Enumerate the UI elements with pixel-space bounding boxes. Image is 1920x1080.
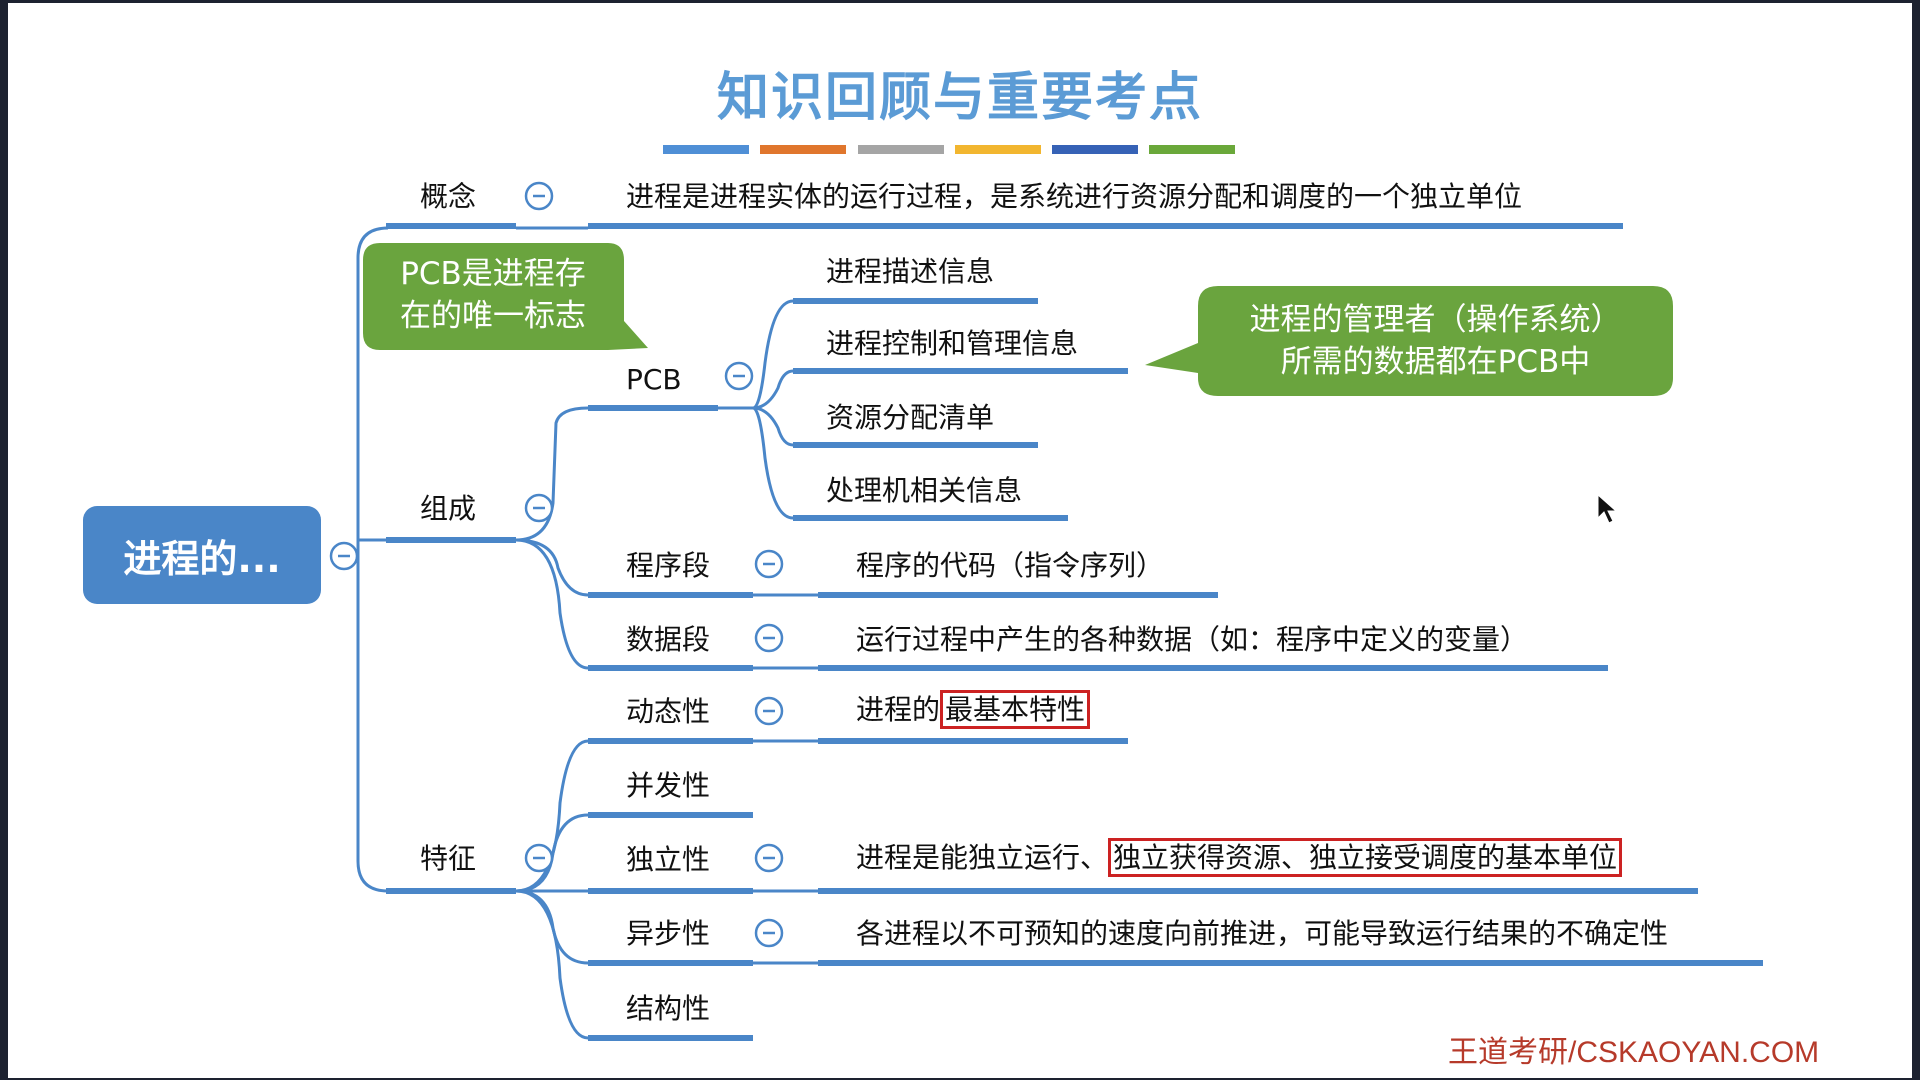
pcb-unique-callout: PCB是进程存 在的唯一标志 [373,253,613,337]
async-text: 各进程以不可预知的速度向前推进，可能导致运行结果的不确定性 [856,917,1669,950]
independent-text: 进程是能独立运行、独立获得资源、独立接受调度的基本单位 [856,838,1623,877]
pcb-unique-callout-line2: 在的唯一标志 [400,298,586,334]
data-segment-label: 数据段 [626,623,711,656]
manager-callout-line1: 进程的管理者（操作系统） [1249,302,1622,338]
dynamic-text-highlight: 最基本特性 [940,690,1091,729]
dynamic-text: 进程的最基本特性 [856,690,1091,729]
feat-to-concurrent [515,813,589,893]
comp-to-pcb [515,406,589,542]
comp-to-data [515,538,589,670]
dynamic-label: 动态性 [626,695,711,728]
root-label: 进程的... [123,536,281,581]
watermark: 王道考研/CSKAOYAN.COM [1448,1036,1820,1069]
features-label: 特征 [420,842,477,875]
independent-label: 独立性 [626,843,711,876]
pcb-to-item3 [752,406,794,447]
program-segment-label: 程序段 [626,549,711,582]
pcb-label: PCB [626,363,682,396]
comp-to-program [515,538,589,597]
manager-callout-shape [1145,286,1673,396]
slide-title: 知识回顾与重要考点 [716,67,1203,128]
pcb-to-item4 [752,406,794,520]
data-segment-text: 运行过程中产生的各种数据（如：程序中定义的变量） [856,623,1529,656]
manager-callout: 进程的管理者（操作系统） 所需的数据都在PCB中 [1203,299,1668,383]
color-bar-5 [1052,145,1138,154]
pcb-item-3: 资源分配清单 [826,401,995,434]
concept-text: 进程是进程实体的运行过程，是系统进行资源分配和调度的一个独立单位 [626,180,1523,213]
structural-label: 结构性 [626,992,711,1025]
pcb-to-item1 [752,299,794,410]
root-node: 进程的... [83,506,321,604]
pcb-item-1: 进程描述信息 [826,255,995,288]
composition-label: 组成 [420,492,477,525]
level1-spine [356,226,389,893]
independent-text-prefix: 进程是能独立运行、 [856,841,1109,874]
concept-label: 概念 [420,180,477,213]
concurrent-label: 并发性 [626,769,711,802]
slide: 知识回顾与重要考点 [8,3,1912,1078]
color-bar-3 [858,145,944,154]
pcb-unique-callout-line1: PCB是进程存 [400,256,586,292]
feat-to-dynamic [515,739,589,893]
pcb-item-4: 处理机相关信息 [826,474,1023,507]
program-segment-text: 程序的代码（指令序列） [856,549,1165,582]
independent-text-highlight: 独立获得资源、独立接受调度的基本单位 [1108,838,1623,877]
feat-to-structural [515,889,589,1040]
color-bar-6 [1149,145,1235,154]
async-label: 异步性 [626,917,711,950]
pcb-to-item2 [752,369,794,410]
manager-callout-line2: 所需的数据都在PCB中 [1280,344,1591,380]
color-bar-4 [955,145,1041,154]
pcb-unique-callout-shape [363,243,648,350]
mouse-cursor-icon [1597,493,1618,524]
pcb-item-2: 进程控制和管理信息 [826,327,1079,360]
color-bar-1 [663,145,749,154]
color-bar-2 [760,145,846,154]
mindmap-connectors [329,181,1763,1041]
dynamic-text-prefix: 进程的 [856,693,941,726]
